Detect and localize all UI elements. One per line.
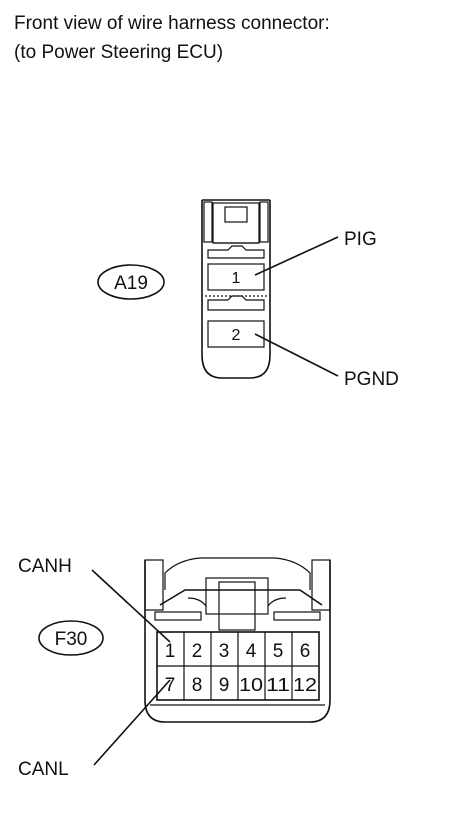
connector-a19-id: A19 — [114, 273, 148, 294]
canh-label: CANH — [18, 556, 72, 577]
pig-leader-line — [254, 236, 339, 276]
canl-leader-line — [93, 679, 171, 766]
f30-pin: 2 — [192, 641, 203, 662]
diagram-title-line-2: (to Power Steering ECU) — [14, 42, 224, 63]
f30-pin: 4 — [246, 641, 257, 662]
connector-f30-body — [144, 557, 331, 723]
connector-f30: F30 — [18, 556, 331, 780]
f30-pin: 6 — [300, 641, 311, 662]
f30-pin: 5 — [273, 641, 284, 662]
canl-label: CANL — [18, 759, 69, 780]
diagram-title-line-1: Front view of wire harness connector: — [14, 13, 330, 34]
connector-f30-id: F30 — [55, 629, 88, 650]
f30-pin: 10 — [239, 675, 263, 695]
connector-a19-pin-1: 1 — [232, 270, 241, 287]
f30-pin: 1 — [165, 641, 176, 662]
connector-a19: A19 1 2 PIG PGND — [97, 199, 399, 390]
canh-leader-line — [91, 569, 171, 643]
connector-a19-pin-2: 2 — [232, 327, 241, 344]
connector-a19-body — [201, 199, 271, 379]
pig-label: PIG — [344, 229, 377, 250]
connector-f30-badge — [38, 620, 104, 656]
f30-pin: 7 — [165, 675, 176, 696]
f30-pin: 3 — [219, 641, 230, 662]
pgnd-label: PGND — [344, 369, 399, 390]
f30-pin: 8 — [192, 675, 203, 696]
f30-pin: 9 — [219, 675, 230, 696]
f30-pin: 12 — [293, 675, 317, 695]
pgnd-leader-line — [254, 333, 339, 377]
connector-a19-badge — [97, 264, 165, 300]
f30-pin: 11 — [266, 675, 290, 695]
